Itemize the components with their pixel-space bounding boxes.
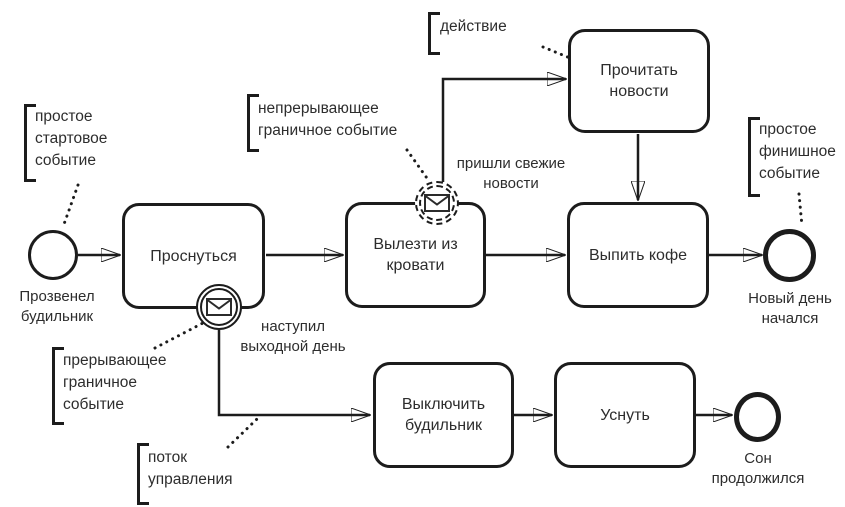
annotation-non-interrupting-boundary: непрерывающее граничное событие — [258, 100, 398, 139]
leader-action — [541, 45, 572, 60]
annotation-action: действие — [440, 18, 507, 35]
task-read-news-label: Прочитать новости — [600, 62, 678, 100]
task-drink-coffee-label: Выпить кофе — [588, 246, 688, 264]
task-wake-up: Проснуться — [122, 203, 265, 309]
end-event-sleep-label: Сон продолжился — [711, 450, 805, 487]
bracket-non-interrupting-boundary — [247, 94, 259, 152]
bracket-simple-start — [24, 104, 36, 182]
boundary-event-inner-circle — [419, 185, 455, 221]
leader-control-flow — [226, 417, 259, 449]
bracket-action — [428, 12, 440, 55]
task-fall-asleep: Уснуть — [554, 362, 696, 468]
leader-simple-start — [61, 183, 80, 229]
boundary-event-non-interrupting — [415, 181, 459, 225]
task-get-out-of-bed: Вылезти из кровати — [345, 202, 486, 308]
bracket-control-flow — [137, 443, 149, 505]
start-event-circle — [28, 230, 78, 280]
task-drink-coffee: Выпить кофе — [567, 202, 709, 308]
start-event-label: Прозвенел будильник — [19, 288, 95, 325]
end-event-new-day-circle — [763, 229, 816, 282]
annotation-simple-finish: простое финишное событие — [759, 121, 836, 182]
annotation-interrupting-boundary: прерывающее граничное событие — [63, 352, 167, 413]
task-wake-up-label: Проснуться — [150, 247, 237, 265]
message-icon — [424, 194, 450, 212]
task-turn-off-alarm-label: Выключить будильник — [401, 396, 486, 434]
message-icon — [206, 298, 232, 316]
leader-simple-finish — [797, 192, 804, 228]
task-turn-off-alarm: Выключить будильник — [373, 362, 514, 468]
end-event-new-day-label: Новый день начался — [748, 290, 832, 327]
task-fall-asleep-label: Уснуть — [600, 406, 650, 424]
bracket-simple-finish — [748, 117, 760, 197]
leader-interrupting-boundary — [153, 321, 205, 350]
boundary-interrupting-label: наступил выходной день — [240, 318, 346, 355]
task-read-news: Прочитать новости — [568, 29, 710, 133]
boundary-non-interrupting-label: пришли свежие новости — [456, 155, 566, 192]
leader-non-interrupting-boundary — [405, 148, 431, 183]
task-get-out-of-bed-label: Вылезти из кровати — [373, 236, 458, 274]
bracket-interrupting-boundary — [52, 347, 64, 425]
end-event-sleep-circle — [734, 392, 781, 442]
annotation-control-flow: поток управления — [148, 449, 233, 488]
boundary-event-inner-circle — [200, 288, 238, 326]
annotation-simple-start: простое стартовое событие — [35, 108, 108, 169]
